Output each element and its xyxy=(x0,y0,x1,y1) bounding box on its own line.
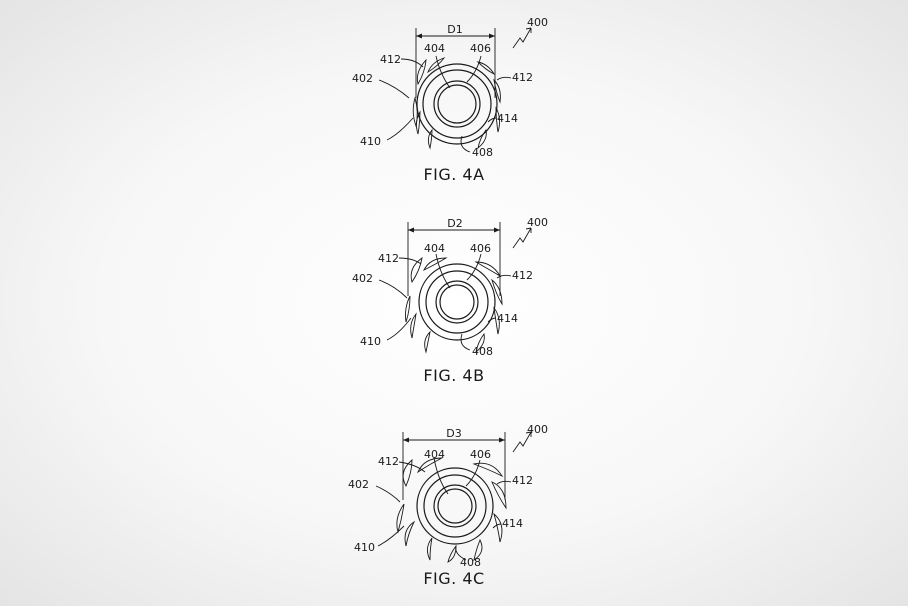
figure-4a: D1 404 406 412 412 402 410 414 408 400 F… xyxy=(352,16,548,184)
ref-404-4c: 404 xyxy=(424,448,445,461)
ref-408-4a: 408 xyxy=(472,146,493,159)
device-4b xyxy=(405,257,503,354)
ref-412-right-4c: 412 xyxy=(512,474,533,487)
ref-404-4b: 404 xyxy=(424,242,445,255)
ref-406-4b: 406 xyxy=(470,242,491,255)
ref-400-4a: 400 xyxy=(527,16,548,29)
ref-408-4c: 408 xyxy=(460,556,481,569)
ref-410-4a: 410 xyxy=(360,135,381,148)
petal-ring-4a xyxy=(412,57,501,150)
dimension-4b: D2 xyxy=(407,217,501,296)
ref-412-right-4b: 412 xyxy=(512,269,533,282)
device-4c xyxy=(396,457,507,563)
ref-414-4b: 414 xyxy=(497,312,518,325)
figure-4b: D2 404 406 412 412 402 410 414 408 400 F… xyxy=(352,216,548,385)
diameter-label-4b: D2 xyxy=(447,217,462,230)
petal-ring-4b xyxy=(405,257,503,354)
petal-ring-4c xyxy=(396,457,507,563)
caption-4c: FIG. 4C xyxy=(423,569,484,588)
ref-402-4c: 402 xyxy=(348,478,369,491)
diameter-label-4a: D1 xyxy=(447,23,462,36)
ref-404-4a: 404 xyxy=(424,42,445,55)
ref-414-4c: 414 xyxy=(502,517,523,530)
ref-402-4a: 402 xyxy=(352,72,373,85)
ref-406-4a: 406 xyxy=(470,42,491,55)
figure-4c: D3 404 406 412 412 402 410 414 408 400 F… xyxy=(348,423,548,588)
ref-412-left-4b: 412 xyxy=(378,252,399,265)
ref-406-4c: 406 xyxy=(470,448,491,461)
leaders-4a xyxy=(378,27,532,153)
ref-414-4a: 414 xyxy=(497,112,518,125)
dimension-4c: D3 xyxy=(402,427,506,500)
ref-400-4c: 400 xyxy=(527,423,548,436)
ref-408-4b: 408 xyxy=(472,345,493,358)
ref-400-4b: 400 xyxy=(527,216,548,229)
leaders-4c xyxy=(375,431,532,561)
ref-402-4b: 402 xyxy=(352,272,373,285)
diameter-label-4c: D3 xyxy=(446,427,461,440)
dimension-4a: D1 xyxy=(415,23,496,98)
ref-410-4b: 410 xyxy=(360,335,381,348)
device-4a xyxy=(412,57,501,150)
ref-412-left-4a: 412 xyxy=(380,53,401,66)
caption-4a: FIG. 4A xyxy=(423,165,484,184)
ref-412-right-4a: 412 xyxy=(512,71,533,84)
ref-410-4c: 410 xyxy=(354,541,375,554)
ref-412-left-4c: 412 xyxy=(378,455,399,468)
leaders-4b xyxy=(378,227,532,351)
caption-4b: FIG. 4B xyxy=(423,366,484,385)
